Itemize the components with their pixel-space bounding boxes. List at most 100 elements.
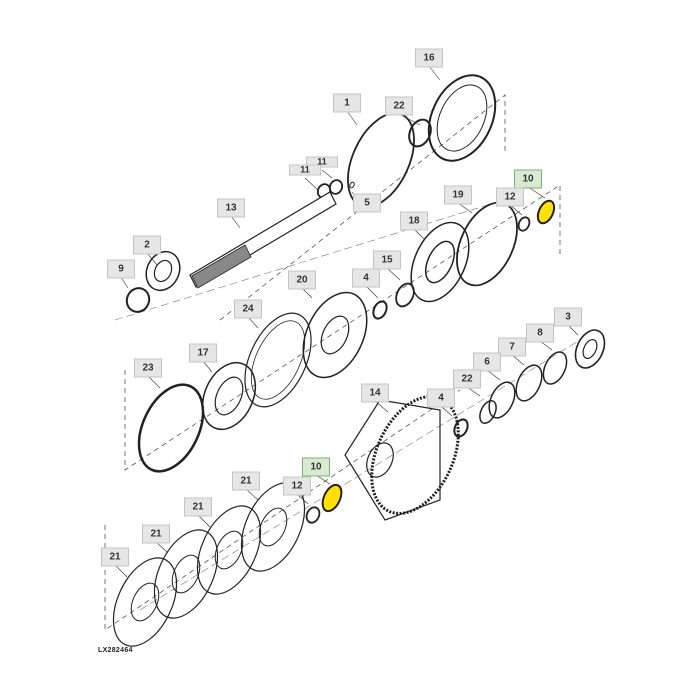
drum-20 (302, 291, 368, 379)
friction-disc-21 (196, 505, 262, 595)
gear-drum-14-hub (366, 442, 394, 478)
callout-21a[interactable]: 21 (232, 471, 260, 491)
leader-line (486, 369, 501, 381)
callout-19[interactable]: 19 (444, 185, 472, 205)
clutch-plate-16 (427, 74, 497, 162)
leader-line (440, 405, 453, 417)
leader-line (304, 177, 319, 191)
callout-2[interactable]: 2 (133, 235, 161, 255)
ring-7 (515, 364, 543, 402)
leader-line (413, 228, 426, 241)
callout-22a[interactable]: 22 (385, 96, 413, 116)
leader-line (386, 267, 401, 281)
seal-ring-12 (517, 216, 531, 232)
plate-24 (244, 312, 312, 408)
leader-line (509, 204, 523, 216)
snap-ring-1 (347, 112, 415, 208)
ring-6 (488, 381, 516, 419)
leader-line (245, 488, 259, 501)
callout-11b[interactable]: 11 (289, 164, 321, 176)
callout-16[interactable]: 16 (415, 48, 443, 68)
basket-23 (137, 383, 205, 473)
friction-disc-21-inner (171, 554, 201, 594)
drum-20-hub (320, 315, 350, 355)
callout-12b[interactable]: 12 (283, 476, 311, 496)
callout-21d[interactable]: 21 (101, 547, 129, 567)
leader-line (539, 340, 553, 351)
callout-12a[interactable]: 12 (496, 187, 524, 207)
bearing-4 (372, 300, 388, 320)
assembly-boundary (124, 184, 561, 471)
callout-4b[interactable]: 4 (427, 388, 455, 408)
leader-line (147, 375, 161, 389)
shaft-13-splines (191, 244, 252, 289)
leader-line (296, 493, 309, 505)
leader-line (197, 514, 211, 528)
callout-5[interactable]: 5 (353, 193, 381, 213)
callout-9[interactable]: 9 (107, 259, 135, 279)
callout-20[interactable]: 20 (288, 270, 316, 290)
callout-10a[interactable]: 10 (514, 169, 542, 189)
highlighted-seal-ring-10 (536, 199, 556, 225)
leader-line (466, 386, 481, 397)
seal-9 (125, 287, 151, 313)
assembly-boundary (219, 94, 506, 321)
seal-ring-12 (305, 506, 321, 524)
leader-line (120, 276, 129, 289)
highlighted-seal-ring-10 (321, 483, 343, 513)
hub-17-inner (214, 376, 244, 416)
callout-4a[interactable]: 4 (352, 268, 380, 288)
figure-id: LX282464 (98, 647, 133, 654)
callout-11a[interactable]: 11 (306, 156, 338, 168)
callout-15[interactable]: 15 (373, 250, 401, 270)
callout-21b[interactable]: 21 (184, 497, 212, 517)
seal-ring-11 (328, 179, 344, 195)
bearing-2-inner (153, 259, 173, 283)
piston-18-hub (424, 240, 456, 284)
gear-drum-14-body (344, 399, 441, 521)
callout-18[interactable]: 18 (400, 211, 428, 231)
callout-7[interactable]: 7 (498, 337, 526, 357)
friction-disc-21 (112, 557, 178, 647)
leader-line (365, 285, 379, 299)
bearing-3-inner (582, 338, 598, 360)
leader-line (202, 360, 213, 373)
leader-line (230, 215, 241, 229)
callout-23[interactable]: 23 (134, 358, 162, 378)
leader-line (398, 113, 421, 126)
leader-line (315, 474, 331, 485)
ring-8 (542, 351, 568, 385)
bearing-22 (408, 118, 432, 148)
assembly-boundary (104, 389, 461, 631)
leader-line (527, 186, 546, 199)
ball-5 (349, 181, 355, 189)
callout-17[interactable]: 17 (189, 343, 217, 363)
plate-24-inner (250, 320, 306, 400)
friction-disc-21-inner (214, 530, 244, 570)
o-ring-19 (456, 201, 518, 287)
leader-line (155, 541, 169, 554)
callout-3[interactable]: 3 (554, 307, 582, 327)
bearing-22 (479, 399, 497, 425)
callout-13[interactable]: 13 (217, 198, 245, 218)
bearing-4 (453, 418, 469, 438)
friction-disc-21-inner (130, 582, 160, 622)
center-axis (139, 339, 581, 611)
leader-line (457, 202, 473, 214)
leader-line (247, 316, 259, 329)
callout-22b[interactable]: 22 (453, 369, 481, 389)
callout-10b[interactable]: 10 (302, 457, 330, 477)
friction-disc-21-inner (258, 507, 288, 547)
callout-14[interactable]: 14 (361, 383, 389, 403)
callout-24[interactable]: 24 (234, 299, 262, 319)
gear-drum-14-teeth (370, 395, 460, 515)
leader-line (321, 169, 333, 179)
hub-17 (201, 361, 257, 431)
callout-21c[interactable]: 21 (142, 524, 170, 544)
callout-8[interactable]: 8 (526, 323, 554, 343)
leader-line (374, 400, 389, 413)
callout-6[interactable]: 6 (473, 352, 501, 372)
leader-line (511, 354, 525, 366)
callout-1[interactable]: 1 (333, 93, 361, 113)
